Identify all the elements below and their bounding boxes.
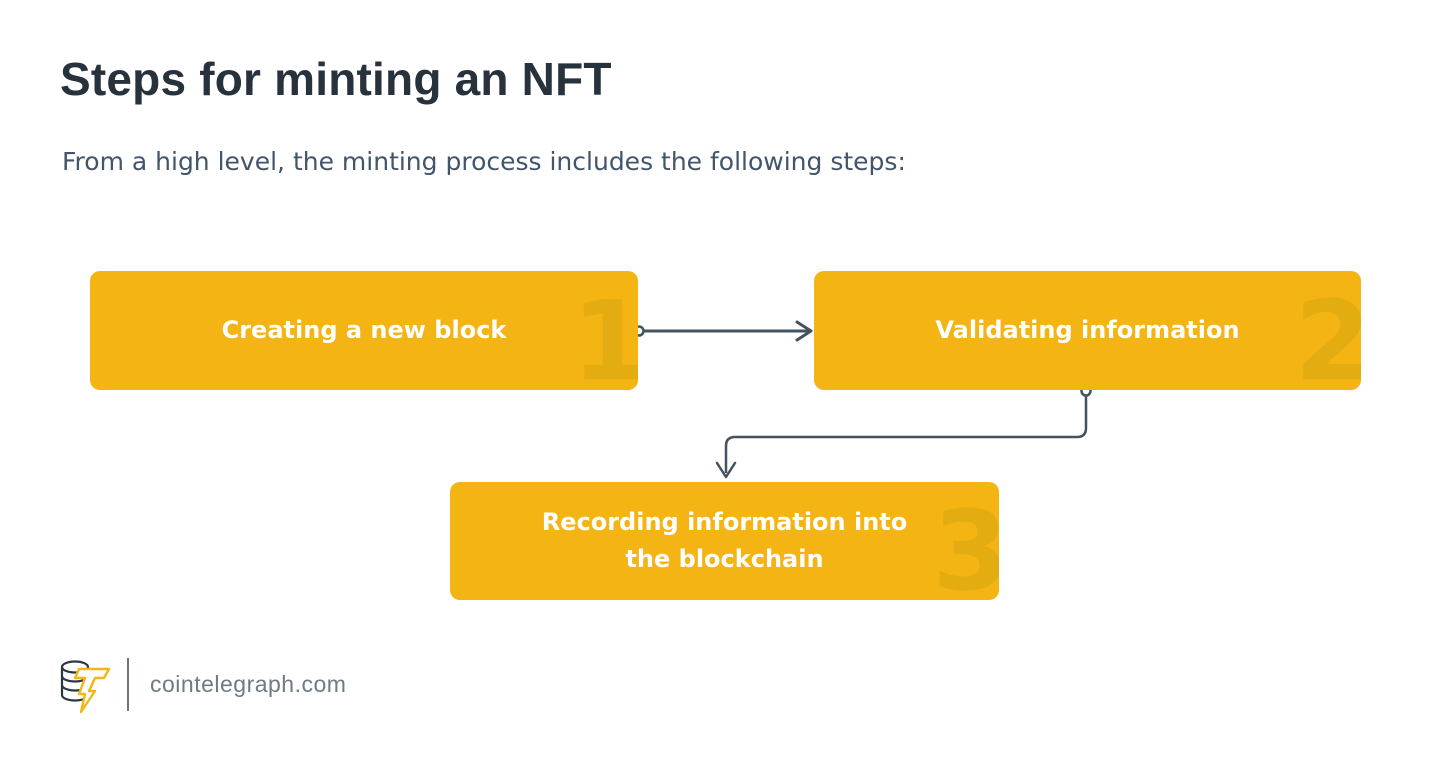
page-title: Steps for minting an NFT bbox=[60, 53, 612, 105]
page-subtitle: From a high level, the minting process i… bbox=[62, 147, 906, 176]
step-box-creating-new-block: 1 Creating a new block bbox=[90, 271, 638, 390]
step-box-validating-information: 2 Validating information bbox=[814, 271, 1361, 390]
step-number-watermark-3: 3 bbox=[932, 487, 999, 600]
footer-site-text: cointelegraph.com bbox=[150, 671, 347, 697]
step-label-1: Creating a new block bbox=[221, 315, 507, 344]
arrowhead-right-icon bbox=[795, 320, 813, 342]
lightning-bolt-icon bbox=[73, 667, 111, 714]
connector-2-3-line bbox=[724, 396, 1088, 473]
step-box-recording-information: 3 Recording information into the blockch… bbox=[450, 482, 999, 600]
step-label-2: Validating information bbox=[935, 315, 1240, 344]
cointelegraph-logo-icon bbox=[60, 660, 111, 714]
step-label-3: Recording information into the blockchai… bbox=[541, 507, 908, 573]
step-number-watermark-1: 1 bbox=[571, 277, 638, 390]
step-number-watermark-2: 2 bbox=[1294, 277, 1361, 390]
arrowhead-down-icon bbox=[715, 461, 737, 479]
footer-divider bbox=[127, 658, 129, 711]
